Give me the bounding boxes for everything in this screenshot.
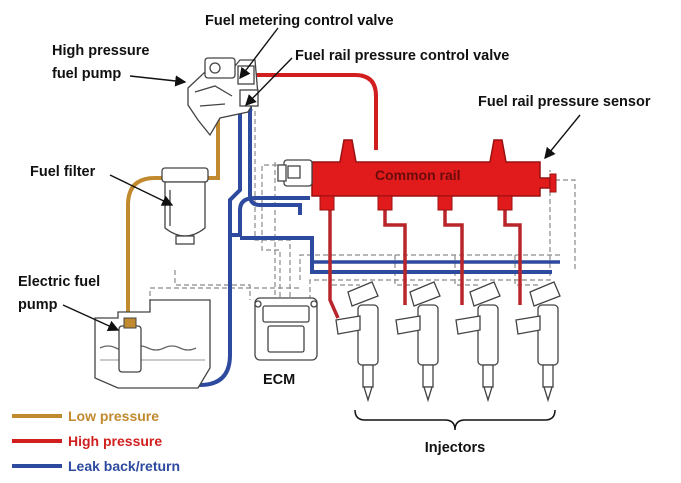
injector-high-pressure-lines [328, 205, 522, 319]
label-fuel-metering-control-valve: Fuel metering control valve [205, 13, 394, 29]
fuel-tank [94, 299, 211, 389]
legend-label-high-pressure: High pressure [68, 433, 162, 449]
label-fuel-rail-pressure-control-valve: Fuel rail pressure control valve [295, 48, 509, 64]
label-high-pressure-fuel-pump-line2: fuel pump [52, 66, 121, 82]
common-rail [311, 139, 557, 211]
legend: Low pressure High pressure Leak back/ret… [12, 408, 180, 474]
injectors-brace [354, 409, 556, 431]
leader-arrows [62, 27, 581, 332]
label-injectors: Injectors [425, 440, 485, 456]
common-rail-label: Common rail [375, 167, 461, 183]
injector-1 [335, 281, 379, 403]
label-high-pressure-fuel-pump-line1: High pressure [52, 43, 150, 59]
injector-2 [395, 281, 441, 403]
label-fuel-rail-pressure-sensor: Fuel rail pressure sensor [478, 94, 651, 110]
ecm-unit [254, 297, 318, 361]
high-pressure-pump [187, 57, 259, 137]
label-ecm: ECM [263, 372, 295, 388]
label-electric-fuel-pump-line1: Electric fuel [18, 274, 100, 290]
fuel-filter [161, 167, 209, 245]
rail-pressure-control-valve [277, 159, 313, 187]
label-electric-fuel-pump-line2: pump [18, 297, 58, 313]
high-pressure-line [240, 73, 378, 150]
injector-3 [455, 281, 501, 403]
electric-fuel-pump [118, 317, 142, 373]
label-fuel-filter: Fuel filter [30, 164, 96, 180]
legend-label-leak-back-return: Leak back/return [68, 458, 180, 474]
legend-label-low-pressure: Low pressure [68, 408, 159, 424]
injector-4 [515, 281, 561, 403]
